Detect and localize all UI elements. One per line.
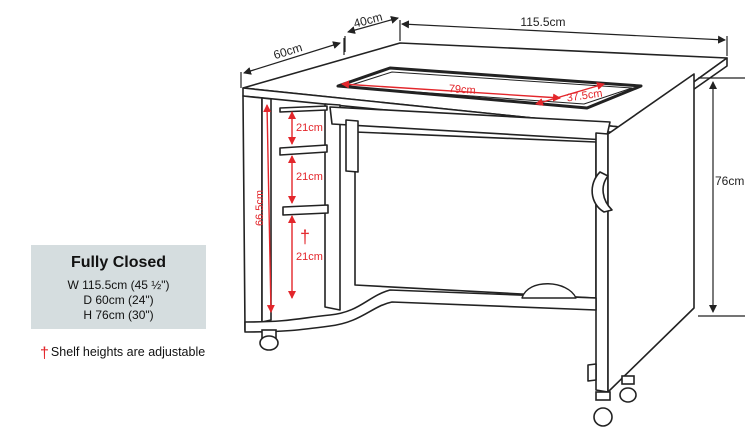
info-width: W 115.5cm (45 ½") <box>67 278 170 292</box>
dim-depth-top <box>243 41 341 75</box>
info-title: Fully Closed <box>70 254 167 271</box>
note-text: Shelf heights are adjustable <box>50 345 206 359</box>
right-side-panel <box>607 73 695 393</box>
dagger-symbol: † <box>300 227 310 247</box>
shelf-note: †Shelf heights are adjustable <box>40 343 206 362</box>
label-shelf-column: 66.5cm <box>254 190 266 226</box>
shelf-1 <box>279 144 328 156</box>
label-depth-rear: 40cm <box>352 10 384 31</box>
label-shelf-gap-3: 21cm <box>296 251 323 263</box>
right-front-leg <box>595 132 609 393</box>
label-shelf-gap-1: 21cm <box>296 122 323 134</box>
label-height: 76cm <box>715 174 744 188</box>
note-dagger: † <box>40 345 49 362</box>
fully-closed-box: Fully Closed W 115.5cm (45 ½") D 60cm (2… <box>31 245 206 329</box>
base-rail <box>244 289 597 333</box>
label-shelf-gap-2: 21cm <box>296 171 323 183</box>
shelf-2 <box>282 204 329 216</box>
label-opening-depth: 37.5cm <box>566 88 603 105</box>
caster-front-right <box>593 391 613 427</box>
shelf-top <box>279 105 328 113</box>
dim-shelf-column <box>263 104 275 313</box>
dim-width <box>401 20 726 44</box>
info-height: H 76cm (30") <box>83 308 154 322</box>
dim-opening-depth <box>535 82 605 106</box>
info-depth: D 60cm (24") <box>83 293 154 307</box>
cabinet-body <box>242 42 728 393</box>
caster-rear-right <box>619 375 637 403</box>
side-handle <box>591 171 613 213</box>
label-width: 115.5cm <box>520 15 565 29</box>
dim-opening-width <box>341 80 561 102</box>
dim-lines-black <box>240 16 745 317</box>
label-opening-width: 79cm <box>448 83 476 97</box>
casters <box>259 329 637 427</box>
dim-depth-rear <box>347 16 399 34</box>
caster-front-left <box>259 329 279 351</box>
back-panel <box>354 131 597 299</box>
dim-lines-red <box>263 80 605 313</box>
pedal-slot <box>521 283 577 299</box>
